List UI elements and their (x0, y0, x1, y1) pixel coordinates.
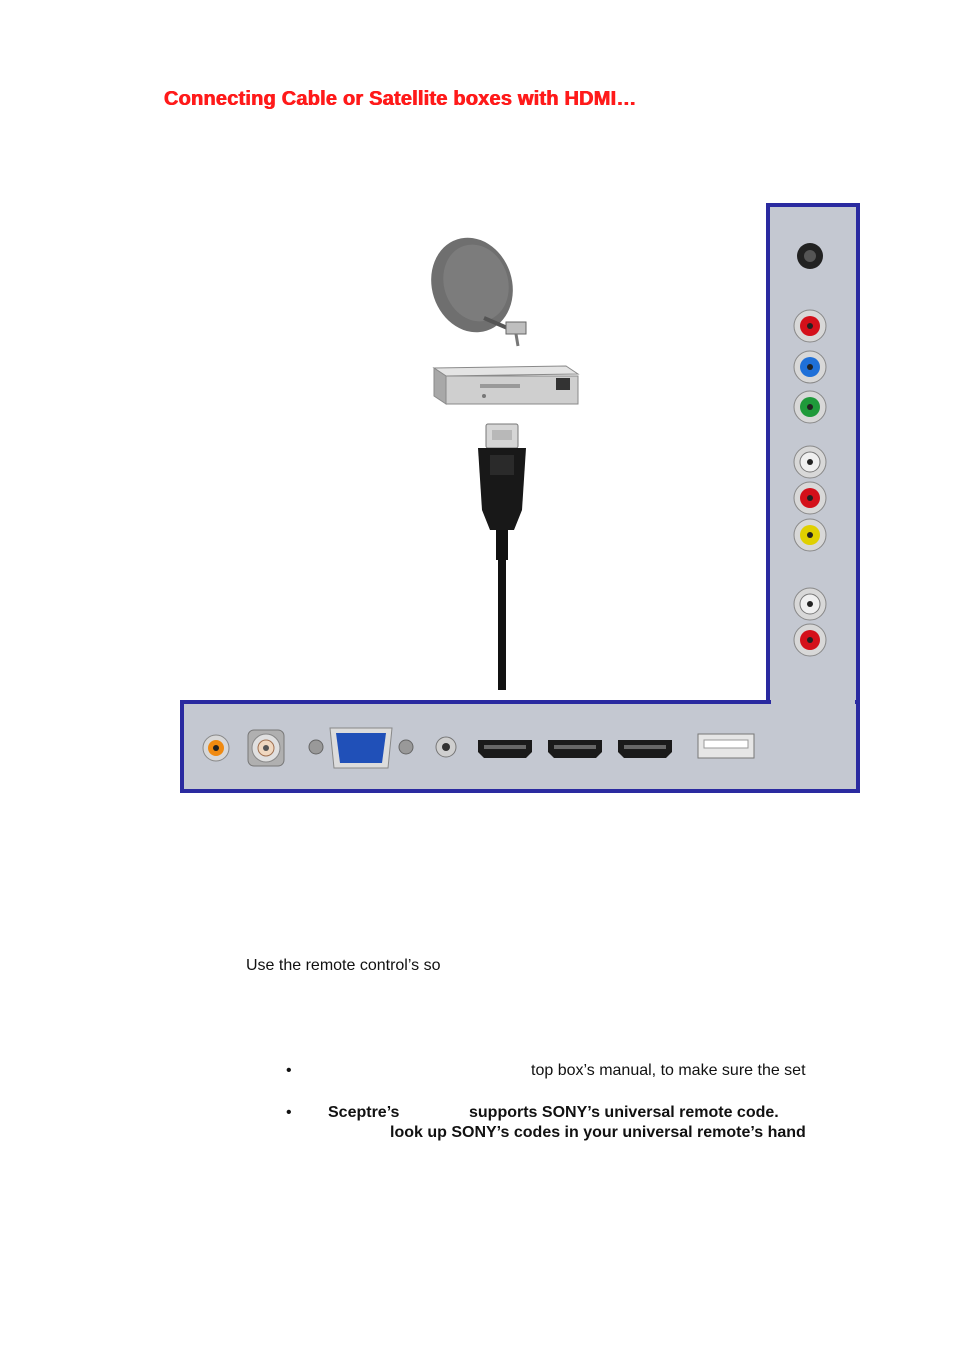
antenna-input (247, 729, 285, 767)
bullet-text-sony-lookup: look up SONY’s codes in your universal r… (390, 1124, 806, 1141)
usb-port (697, 733, 755, 759)
bullet-text-sony-support: supports SONY’s universal remote code. (469, 1104, 779, 1121)
bullet-dot: • (286, 1104, 292, 1121)
audio-jacks (793, 587, 827, 657)
satellite-dish-icon (431, 237, 527, 347)
bullet-text-brand: Sceptre’s (328, 1104, 400, 1121)
bullet-text-manual: top box’s manual, to make sure the set (531, 1062, 806, 1079)
hdmi-port-2 (548, 740, 602, 758)
pc-audio-jack (435, 736, 457, 758)
hdmi-port-1 (478, 740, 532, 758)
vga-port (308, 727, 414, 769)
component-video-jacks (793, 309, 827, 424)
hdmi-port-3 (618, 740, 672, 758)
composite-av-jacks (793, 445, 827, 552)
headphone-jack (797, 243, 823, 269)
page-title: Connecting Cable or Satellite boxes with… (164, 88, 637, 110)
remote-instruction-text: Use the remote control’s so (246, 957, 441, 974)
set-top-box-icon (432, 365, 580, 405)
bullet-dot: • (286, 1062, 292, 1079)
hdmi-cable-icon (478, 423, 526, 690)
connection-diagram (180, 203, 860, 793)
coaxial-audio-jack (202, 734, 230, 762)
